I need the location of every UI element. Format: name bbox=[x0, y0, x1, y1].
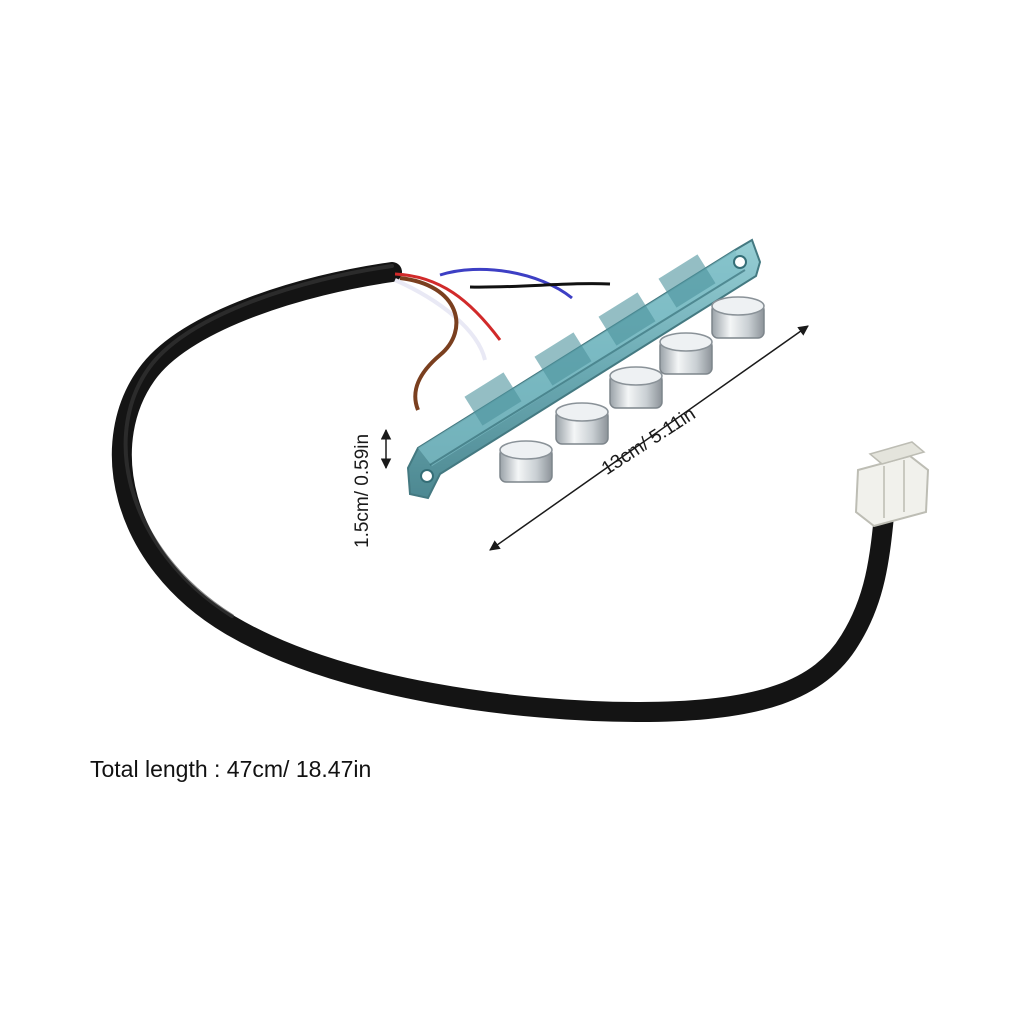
total-length-caption: Total length : 47cm/ 18.47in bbox=[90, 756, 372, 782]
cable-highlight bbox=[123, 264, 394, 618]
width-dimension-arrow bbox=[489, 325, 809, 551]
brown-wire bbox=[399, 276, 459, 411]
red-wire bbox=[394, 272, 502, 341]
push-button-3 bbox=[609, 366, 663, 409]
connector-plug bbox=[854, 441, 930, 528]
mount-hole-right bbox=[733, 255, 747, 269]
height-dimension-label: 1.5cm/ 0.59in bbox=[352, 433, 373, 548]
push-button-5 bbox=[711, 296, 765, 339]
black-cable bbox=[111, 262, 895, 723]
mount-hole-left bbox=[420, 469, 434, 483]
push-button-2 bbox=[555, 402, 609, 445]
black-wire bbox=[469, 282, 611, 289]
blue-wire bbox=[439, 267, 573, 300]
push-button-4 bbox=[659, 332, 713, 375]
push-button-1 bbox=[499, 440, 553, 483]
